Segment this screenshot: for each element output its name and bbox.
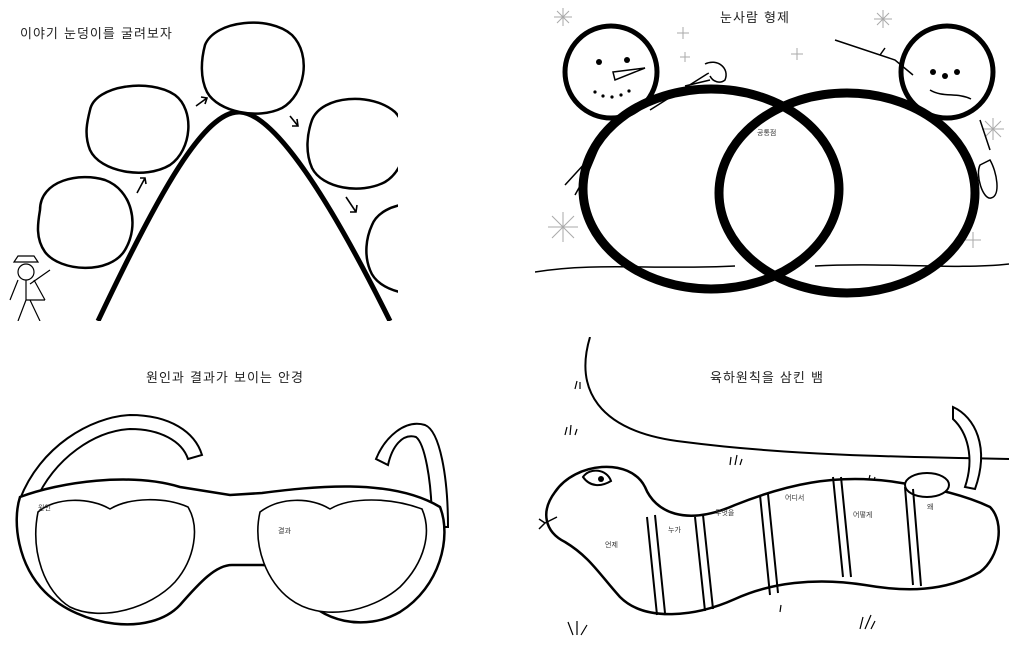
snowman-venn-drawing: 눈사람 형제: [535, 0, 1009, 321]
panel-title: 눈사람 형제: [720, 11, 790, 26]
snowball-1: [38, 177, 133, 268]
panel-title: 이야기 눈덩이를 굴려보자: [20, 27, 173, 42]
segment-label-who: 누가: [668, 525, 681, 534]
cause-effect-glasses-panel: 원인과 결과가 보이는 안경 원인 결과: [0, 337, 452, 651]
snowball-4: [307, 99, 398, 189]
story-snowball-panel: 이야기 눈덩이를 굴려보자: [0, 0, 398, 321]
child-pushing-icon: [10, 256, 50, 321]
left-venn-circle: [583, 89, 839, 289]
snowball-3: [202, 23, 304, 114]
snake-tail: [953, 407, 981, 489]
snowball-2: [87, 86, 189, 173]
panel-title: 육하원칙을 삼킨 뱀: [710, 371, 824, 386]
right-venn-circle: [719, 93, 975, 293]
snake-coil: [905, 473, 949, 497]
left-lens-label: 원인: [38, 503, 51, 512]
segment-label-when: 언제: [605, 540, 618, 549]
glasses-drawing: 원인과 결과가 보이는 안경 원인 결과: [0, 337, 452, 651]
segment-label-what: 무엇을: [715, 508, 735, 517]
snowball-hill-drawing: 이야기 눈덩이를 굴려보자: [0, 0, 398, 321]
five-w-snake-panel: 육하원칙을 삼킨 뱀 언: [535, 337, 1009, 651]
snowman-venn-panel: 눈사람 형제: [535, 0, 1009, 321]
panel-title: 원인과 결과가 보이는 안경: [146, 371, 304, 386]
segment-label-how: 어떻게: [853, 510, 872, 519]
segment-label-where: 어디서: [785, 493, 804, 502]
log-outline: [585, 337, 1009, 459]
segment-label-why: 왜: [927, 502, 933, 511]
overlap-label: 공통점: [757, 129, 776, 137]
right-lens-label: 결과: [278, 526, 291, 535]
snake-drawing: 육하원칙을 삼킨 뱀 언: [535, 337, 1009, 651]
